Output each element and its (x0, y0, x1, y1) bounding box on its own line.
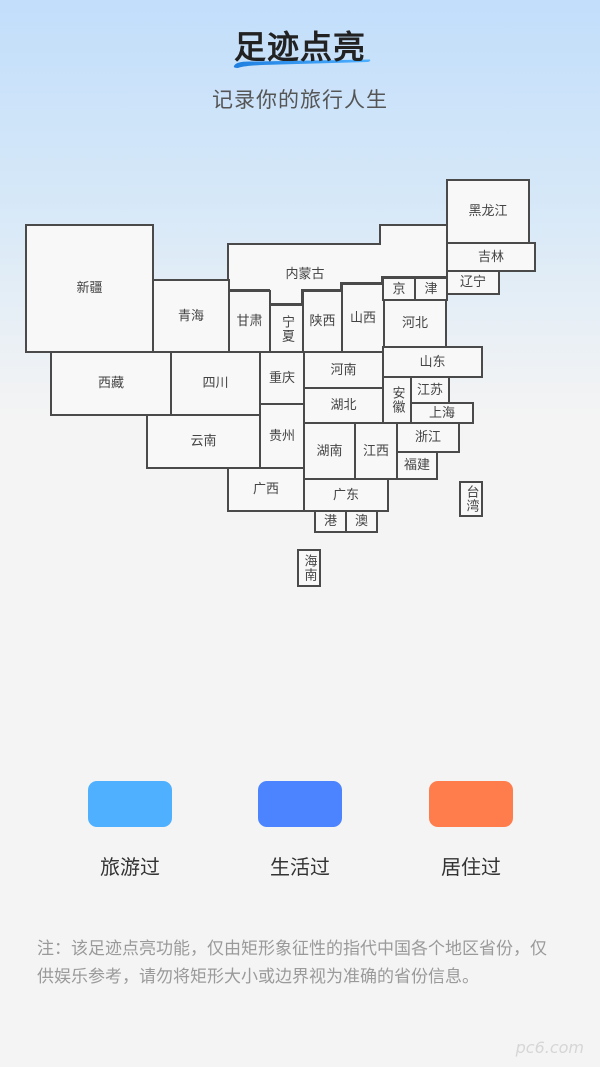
province-label: 内蒙古 (285, 266, 324, 282)
page-title: 足迹点亮 (233, 28, 366, 66)
province-label: 山西 (349, 310, 376, 326)
province-tianjin[interactable]: 津 (414, 277, 448, 301)
province-label: 浙江 (414, 430, 441, 445)
province-shanghai[interactable]: 上海 (410, 402, 474, 424)
province-xinjiang[interactable]: 新疆 (25, 224, 154, 353)
province-liaoning[interactable]: 辽宁 (446, 270, 500, 295)
province-label: 湖南 (316, 443, 343, 459)
province-label: 京 (392, 281, 406, 297)
province-label: 重庆 (268, 370, 295, 386)
province-guizhou[interactable]: 贵州 (259, 403, 305, 469)
province-label: 广东 (332, 487, 359, 503)
disclaimer-note: 注：该足迹点亮功能，仅由矩形象征性的指代中国各个地区省份，仅供娱乐参考，请勿将矩… (37, 939, 547, 987)
legend-resided[interactable]: 居住过 (429, 781, 513, 879)
province-hainan[interactable]: 海南 (297, 549, 321, 587)
province-label: 宁夏 (279, 314, 294, 343)
legend-label-travelled: 旅游过 (100, 855, 160, 879)
watermark-logo: pc6.com (515, 1038, 584, 1057)
legend-lived[interactable]: 生活过 (258, 781, 342, 879)
province-anhui[interactable]: 安徽 (382, 376, 412, 424)
province-label: 津 (424, 281, 438, 297)
province-guangxi[interactable]: 广西 (227, 467, 305, 512)
province-label: 黑龙江 (468, 204, 508, 219)
province-label: 辽宁 (459, 275, 486, 290)
province-jiangxi[interactable]: 江西 (354, 422, 398, 480)
province-label: 新疆 (76, 281, 103, 296)
province-hubei[interactable]: 湖北 (303, 387, 384, 424)
province-label: 江西 (362, 443, 389, 459)
province-label: 青海 (177, 308, 204, 324)
province-qinghai[interactable]: 青海 (152, 279, 230, 353)
province-label: 陕西 (309, 314, 336, 329)
swatch-lived[interactable] (258, 781, 342, 827)
province-shandong[interactable]: 山东 (382, 346, 483, 378)
province-label: 湖北 (330, 398, 357, 413)
province-label: 江苏 (416, 382, 443, 398)
province-label: 港 (323, 514, 337, 529)
province-henan[interactable]: 河南 (303, 351, 384, 389)
province-label: 上海 (428, 405, 455, 421)
province-label: 澳 (354, 514, 368, 529)
legend-travelled[interactable]: 旅游过 (88, 781, 172, 879)
province-label: 西藏 (97, 376, 124, 391)
province-beijing[interactable]: 京 (382, 277, 416, 301)
province-label: 广西 (252, 482, 279, 497)
province-gansu[interactable]: 甘肃 (228, 290, 271, 353)
province-yunnan[interactable]: 云南 (146, 414, 261, 469)
province-label: 海南 (301, 554, 317, 582)
province-fujian[interactable]: 福建 (396, 451, 438, 480)
swatch-resided[interactable] (429, 781, 513, 827)
province-ningxia[interactable]: 宁夏 (269, 304, 304, 353)
province-label: 山东 (419, 354, 446, 370)
province-hunan[interactable]: 湖南 (303, 422, 356, 480)
province-hebei[interactable]: 河北 (383, 299, 447, 348)
province-heilongjiang[interactable]: 黑龙江 (446, 179, 530, 244)
province-hongkong[interactable]: 港 (314, 510, 347, 533)
legend-label-lived: 生活过 (270, 855, 330, 879)
swatch-travelled[interactable] (88, 781, 172, 827)
province-xizang[interactable]: 西藏 (50, 351, 172, 416)
province-jiangsu[interactable]: 江苏 (410, 376, 450, 404)
province-label: 安徽 (389, 386, 405, 414)
province-shaanxi[interactable]: 陕西 (302, 290, 343, 353)
province-label: 吉林 (477, 249, 504, 265)
province-guangdong[interactable]: 广东 (303, 478, 389, 512)
province-sichuan[interactable]: 四川 (170, 351, 261, 416)
legend-label-resided: 居住过 (441, 855, 501, 879)
province-label: 四川 (202, 376, 229, 391)
province-label: 台湾 (463, 485, 479, 513)
province-label: 河北 (401, 316, 428, 331)
province-label: 福建 (403, 458, 430, 473)
province-label: 甘肃 (236, 314, 263, 329)
province-macau[interactable]: 澳 (345, 510, 378, 533)
province-zhejiang[interactable]: 浙江 (396, 422, 460, 453)
province-chongqing[interactable]: 重庆 (259, 351, 305, 405)
title-brush-underline (233, 59, 371, 68)
province-label: 贵州 (268, 428, 295, 444)
page-subtitle: 记录你的旅行人生 (212, 88, 388, 112)
province-taiwan[interactable]: 台湾 (459, 481, 483, 517)
province-label: 河南 (330, 362, 357, 378)
province-shanxi[interactable]: 山西 (341, 283, 385, 353)
province-jilin[interactable]: 吉林 (446, 242, 536, 272)
china-footprint-map: 内蒙古 新疆青海 甘肃 宁夏陕西山西京 津河北 黑龙江吉林辽宁西藏 四川 重庆 河南 山东湖北 安… (25, 179, 536, 587)
province-label: 云南 (190, 434, 217, 449)
